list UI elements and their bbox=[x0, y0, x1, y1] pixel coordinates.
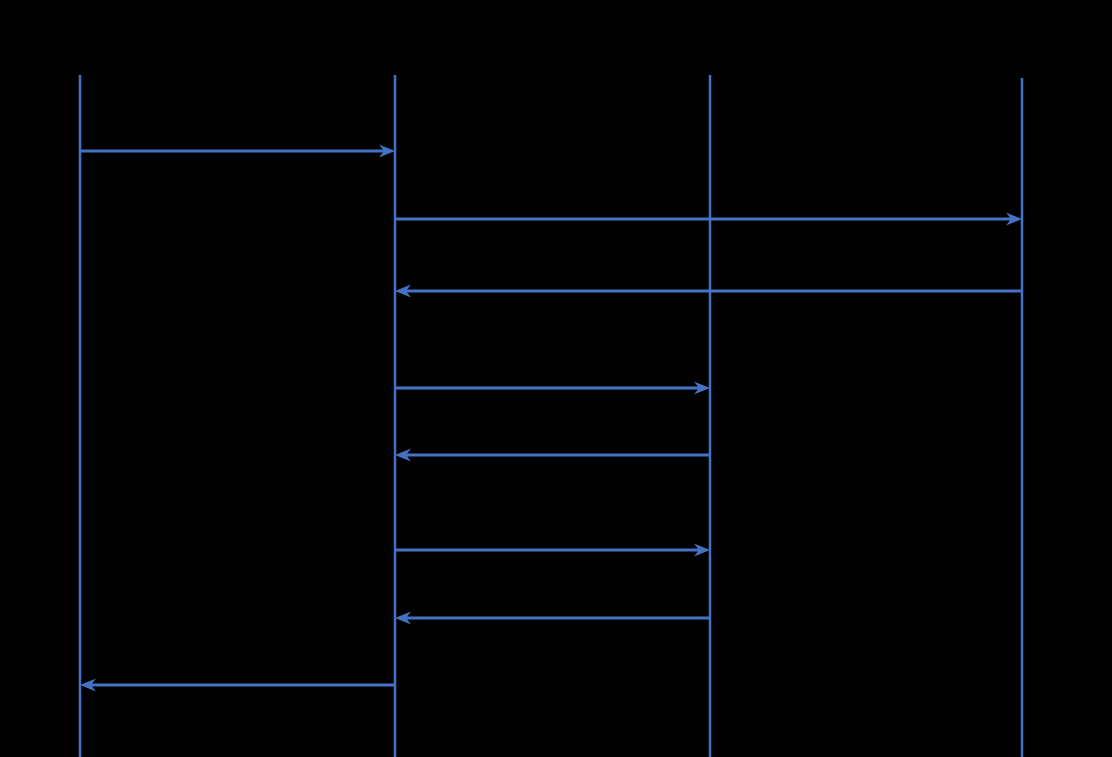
message-4-arrowhead-icon bbox=[694, 381, 710, 395]
message-3-arrowhead-icon bbox=[395, 284, 411, 298]
message-7-arrowhead-icon bbox=[395, 611, 411, 625]
message-6-arrowhead-icon bbox=[694, 543, 710, 557]
message-1-arrowhead-icon bbox=[379, 144, 395, 158]
message-5-arrowhead-icon bbox=[395, 448, 411, 462]
message-8-arrowhead-icon bbox=[80, 678, 96, 692]
message-2-arrowhead-icon bbox=[1006, 212, 1022, 226]
